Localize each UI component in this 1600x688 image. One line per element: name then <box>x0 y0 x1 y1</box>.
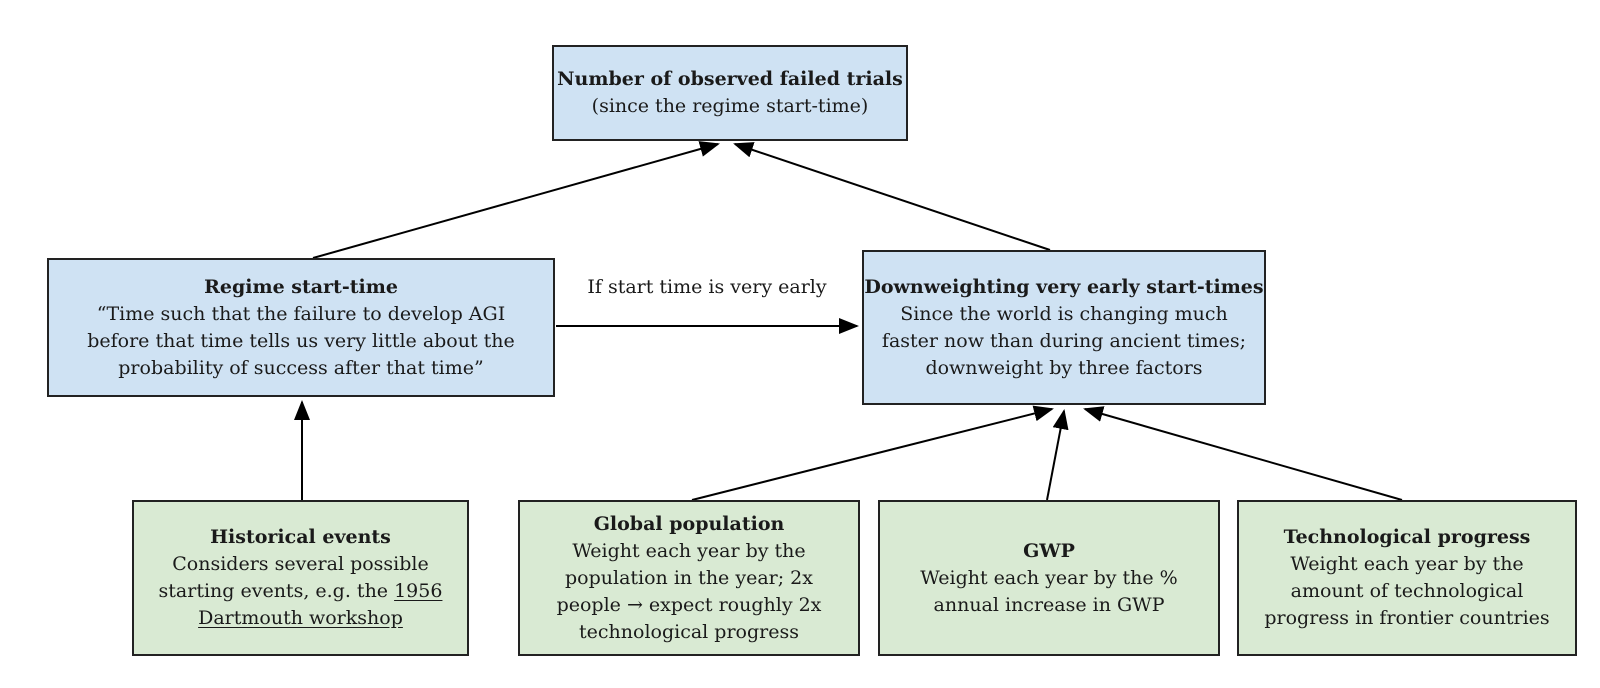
node-technological-progress-title: Technological progress <box>1283 526 1531 548</box>
node-gwp-body: Weight each year by the % annual increas… <box>920 566 1178 616</box>
arrow-gwp-to-downweight <box>1046 409 1069 501</box>
node-historical-body: Considers several possible starting even… <box>159 551 443 632</box>
node-historical-title: Historical events <box>210 526 391 548</box>
arrow-population-to-downweight <box>691 405 1054 501</box>
node-regime-body: “Time such that the failure to develop A… <box>87 302 515 379</box>
node-regime-start-time: Regime start-time “Time such that the fa… <box>47 258 555 397</box>
node-failed-trials-title: Number of observed failed trials <box>557 68 903 90</box>
node-historical-body-text: Considers several possible starting even… <box>158 553 429 602</box>
node-historical-events: Historical events Considers several poss… <box>132 500 469 656</box>
dartmouth-workshop-link[interactable]: 1956 Dartmouth workshop <box>198 580 443 629</box>
node-global-population-title: Global population <box>593 512 785 535</box>
node-regime-title: Regime start-time <box>204 275 398 298</box>
node-downweighting: Downweighting very early start-times Sin… <box>862 250 1266 405</box>
arrow-downweight-to-failed-trials <box>733 142 1051 251</box>
arrow-tech-to-downweight <box>1083 406 1403 501</box>
node-gwp-title: GWP <box>1023 539 1075 562</box>
edge-label-if-start-early: If start time is very early <box>587 276 827 298</box>
node-failed-trials: Number of observed failed trials (since … <box>552 45 908 141</box>
node-technological-progress-body: Weight each year by the amount of techno… <box>1264 553 1550 629</box>
node-failed-trials-body: (since the regime start-time) <box>591 95 869 117</box>
node-global-population: Global population Weight each year by th… <box>518 500 860 656</box>
node-gwp: GWP Weight each year by the % annual inc… <box>878 500 1220 656</box>
arrow-regime-to-failed-trials <box>312 141 720 259</box>
node-technological-progress: Technological progress Weight each year … <box>1237 500 1577 656</box>
node-downweighting-body: Since the world is changing much faster … <box>881 302 1247 379</box>
node-global-population-body: Weight each year by the population in th… <box>556 539 822 643</box>
node-downweighting-title: Downweighting very early start-times <box>864 275 1264 298</box>
